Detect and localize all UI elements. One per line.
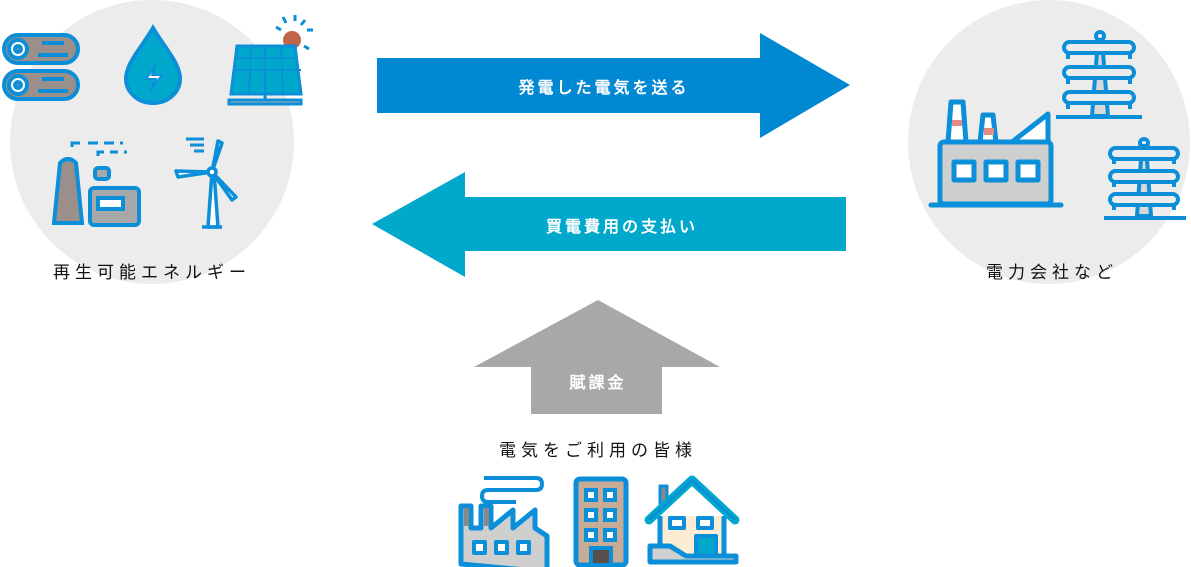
power-plant-icon <box>928 99 1064 208</box>
office-building-icon <box>573 476 629 567</box>
thermal-power-plant-icon <box>51 141 141 227</box>
levy-label: 賦課金 <box>569 373 627 392</box>
send-electricity-label: 発電した電気を送る <box>518 78 690 97</box>
solar-panel-icon <box>227 15 313 106</box>
transmission-tower-icon <box>1104 137 1186 220</box>
house-icon <box>644 475 740 565</box>
hydro-drop-icon <box>123 24 183 105</box>
power-company-label: 電力会社など <box>986 263 1118 283</box>
biomass-logs-icon <box>2 33 80 101</box>
wind-turbine-icon <box>174 137 238 229</box>
payment-label: 買電費用の支払い <box>545 217 699 236</box>
transmission-tower-icon <box>1056 30 1142 119</box>
factory-icon <box>458 476 550 567</box>
payment-arrow <box>372 172 846 277</box>
renewable-energy-label: 再生可能エネルギー <box>53 263 251 283</box>
consumers-label: 電気をご利用の皆様 <box>499 441 697 461</box>
levy-arrow <box>474 300 720 414</box>
